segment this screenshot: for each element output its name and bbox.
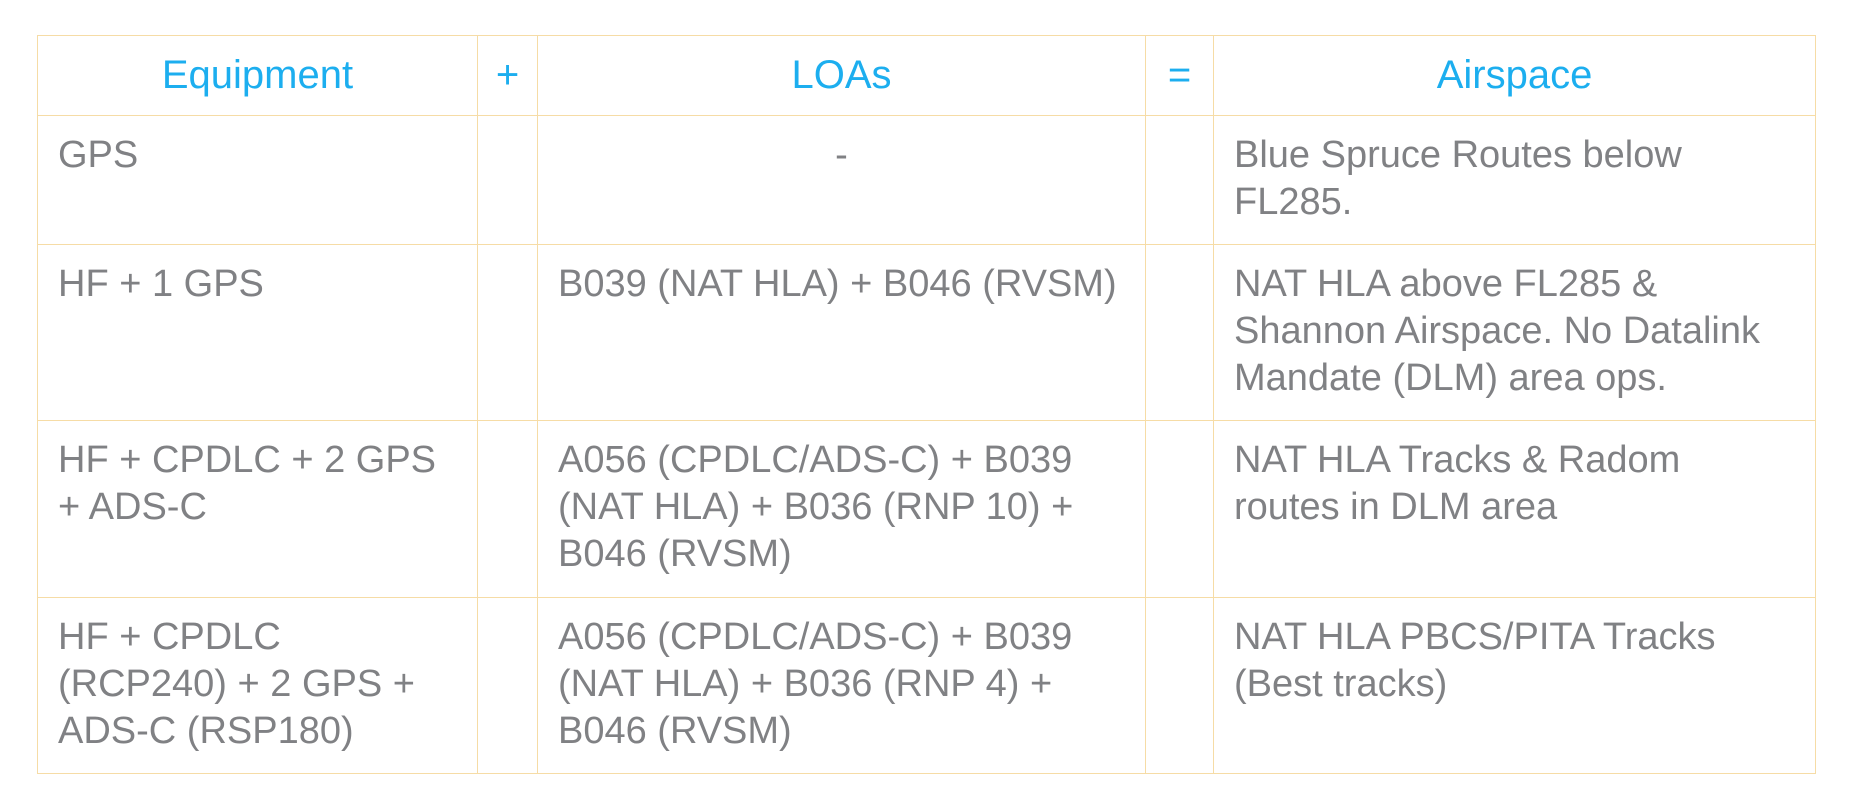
cell-equals [1145, 244, 1214, 421]
equipment-loas-airspace-table: Equipment + LOAs = Airspace GPS - Blue S… [37, 35, 1816, 774]
header-cell-equals-sign: = [1145, 35, 1214, 116]
cell-equipment: HF + CPDLC + 2 GPS + ADS-C [37, 420, 478, 598]
table-row: HF + CPDLC + 2 GPS + ADS-C A056 (CPDLC/A… [37, 420, 1816, 598]
cell-airspace: NAT HLA above FL285 & Shannon Airspace. … [1213, 244, 1816, 421]
cell-airspace: Blue Spruce Routes below FL285. [1213, 115, 1816, 245]
cell-loas: A056 (CPDLC/ADS-C) + B039 (NAT HLA) + B0… [537, 597, 1146, 774]
header-cell-equipment: Equipment [37, 35, 478, 116]
header-cell-loas: LOAs [537, 35, 1146, 116]
header-cell-plus-sign: + [477, 35, 538, 116]
cell-equipment: HF + CPDLC (RCP240) + 2 GPS + ADS-C (RSP… [37, 597, 478, 774]
table-row: GPS - Blue Spruce Routes below FL285. [37, 115, 1816, 245]
cell-equipment: GPS [37, 115, 478, 245]
cell-plus [477, 244, 538, 421]
cell-airspace: NAT HLA PBCS/PITA Tracks (Best tracks) [1213, 597, 1816, 774]
table-row: HF + CPDLC (RCP240) + 2 GPS + ADS-C (RSP… [37, 597, 1816, 774]
cell-plus [477, 597, 538, 774]
cell-equals [1145, 597, 1214, 774]
cell-loas: B039 (NAT HLA) + B046 (RVSM) [537, 244, 1146, 421]
cell-equals [1145, 115, 1214, 245]
cell-equals [1145, 420, 1214, 598]
table-row: HF + 1 GPS B039 (NAT HLA) + B046 (RVSM) … [37, 244, 1816, 421]
cell-airspace: NAT HLA Tracks & Radom routes in DLM are… [1213, 420, 1816, 598]
cell-loas: - [537, 115, 1146, 245]
table-header-row: Equipment + LOAs = Airspace [37, 35, 1816, 116]
cell-loas: A056 (CPDLC/ADS-C) + B039 (NAT HLA) + B0… [537, 420, 1146, 598]
header-cell-airspace: Airspace [1213, 35, 1816, 116]
cell-plus [477, 115, 538, 245]
cell-plus [477, 420, 538, 598]
cell-equipment: HF + 1 GPS [37, 244, 478, 421]
